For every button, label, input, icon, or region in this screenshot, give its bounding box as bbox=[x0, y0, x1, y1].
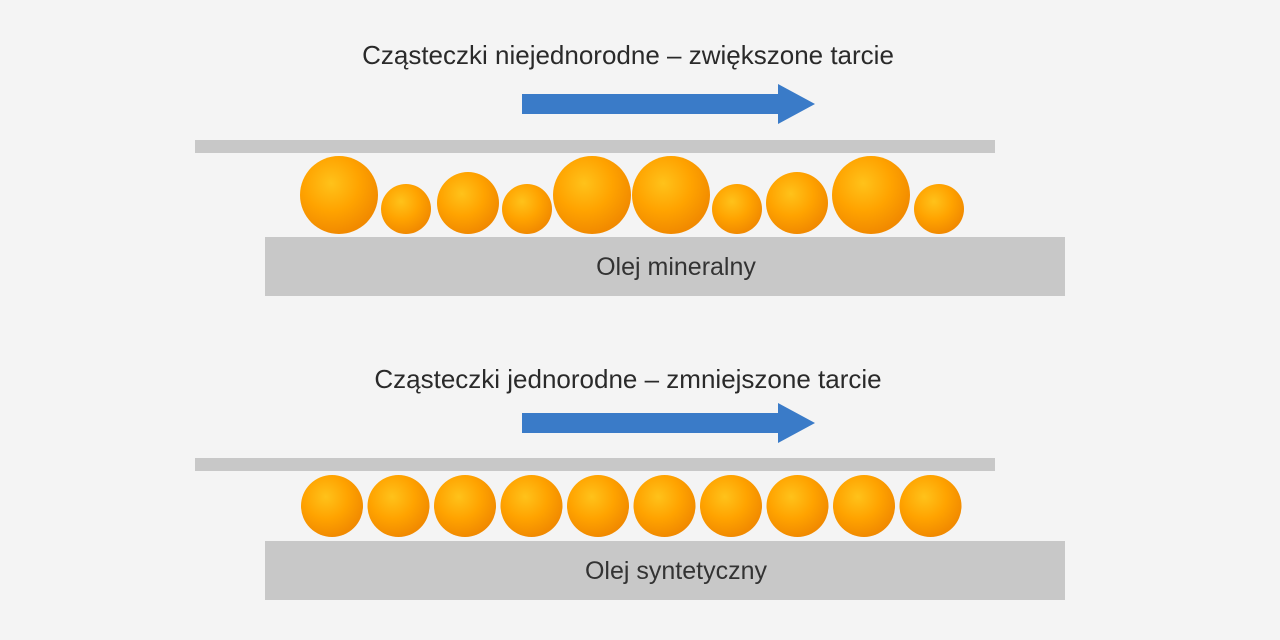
panel-synthetic: Cząsteczki jednorodne – zmniejszone tarc… bbox=[195, 364, 1065, 600]
base-label-synthetic: Olej syntetyczny bbox=[585, 557, 768, 585]
particle-medium bbox=[633, 475, 696, 537]
particle-row-uniform bbox=[301, 475, 962, 537]
caption-mineral: Cząsteczki niejednorodne – zwiększone ta… bbox=[362, 40, 894, 70]
right-arrow-icon bbox=[522, 403, 815, 443]
particle-medium bbox=[437, 172, 499, 234]
particle-large bbox=[300, 156, 378, 234]
particle-medium bbox=[766, 475, 829, 537]
lower-plate bbox=[265, 541, 1065, 600]
right-arrow-icon bbox=[522, 84, 815, 124]
upper-plate bbox=[195, 458, 995, 471]
particle-small bbox=[381, 184, 431, 234]
particle-small bbox=[502, 184, 552, 234]
particle-medium bbox=[500, 475, 563, 537]
particle-medium bbox=[301, 475, 363, 537]
particle-medium bbox=[567, 475, 629, 537]
particle-medium bbox=[434, 475, 496, 537]
particle-medium bbox=[700, 475, 762, 537]
particle-medium bbox=[766, 172, 828, 234]
caption-synthetic: Cząsteczki jednorodne – zmniejszone tarc… bbox=[374, 364, 881, 394]
particle-large bbox=[553, 156, 631, 234]
particle-large bbox=[632, 156, 710, 234]
panel-mineral: Cząsteczki niejednorodne – zwiększone ta… bbox=[195, 40, 1065, 296]
particle-medium bbox=[367, 475, 430, 537]
lower-plate bbox=[265, 237, 1065, 296]
particle-small bbox=[712, 184, 762, 234]
upper-plate bbox=[195, 140, 995, 153]
particle-small bbox=[914, 184, 964, 234]
particle-medium bbox=[833, 475, 895, 537]
particle-large bbox=[832, 156, 910, 234]
particle-medium bbox=[899, 475, 962, 537]
base-label-mineral: Olej mineralny bbox=[596, 253, 756, 281]
particle-row-non-uniform bbox=[300, 156, 964, 234]
